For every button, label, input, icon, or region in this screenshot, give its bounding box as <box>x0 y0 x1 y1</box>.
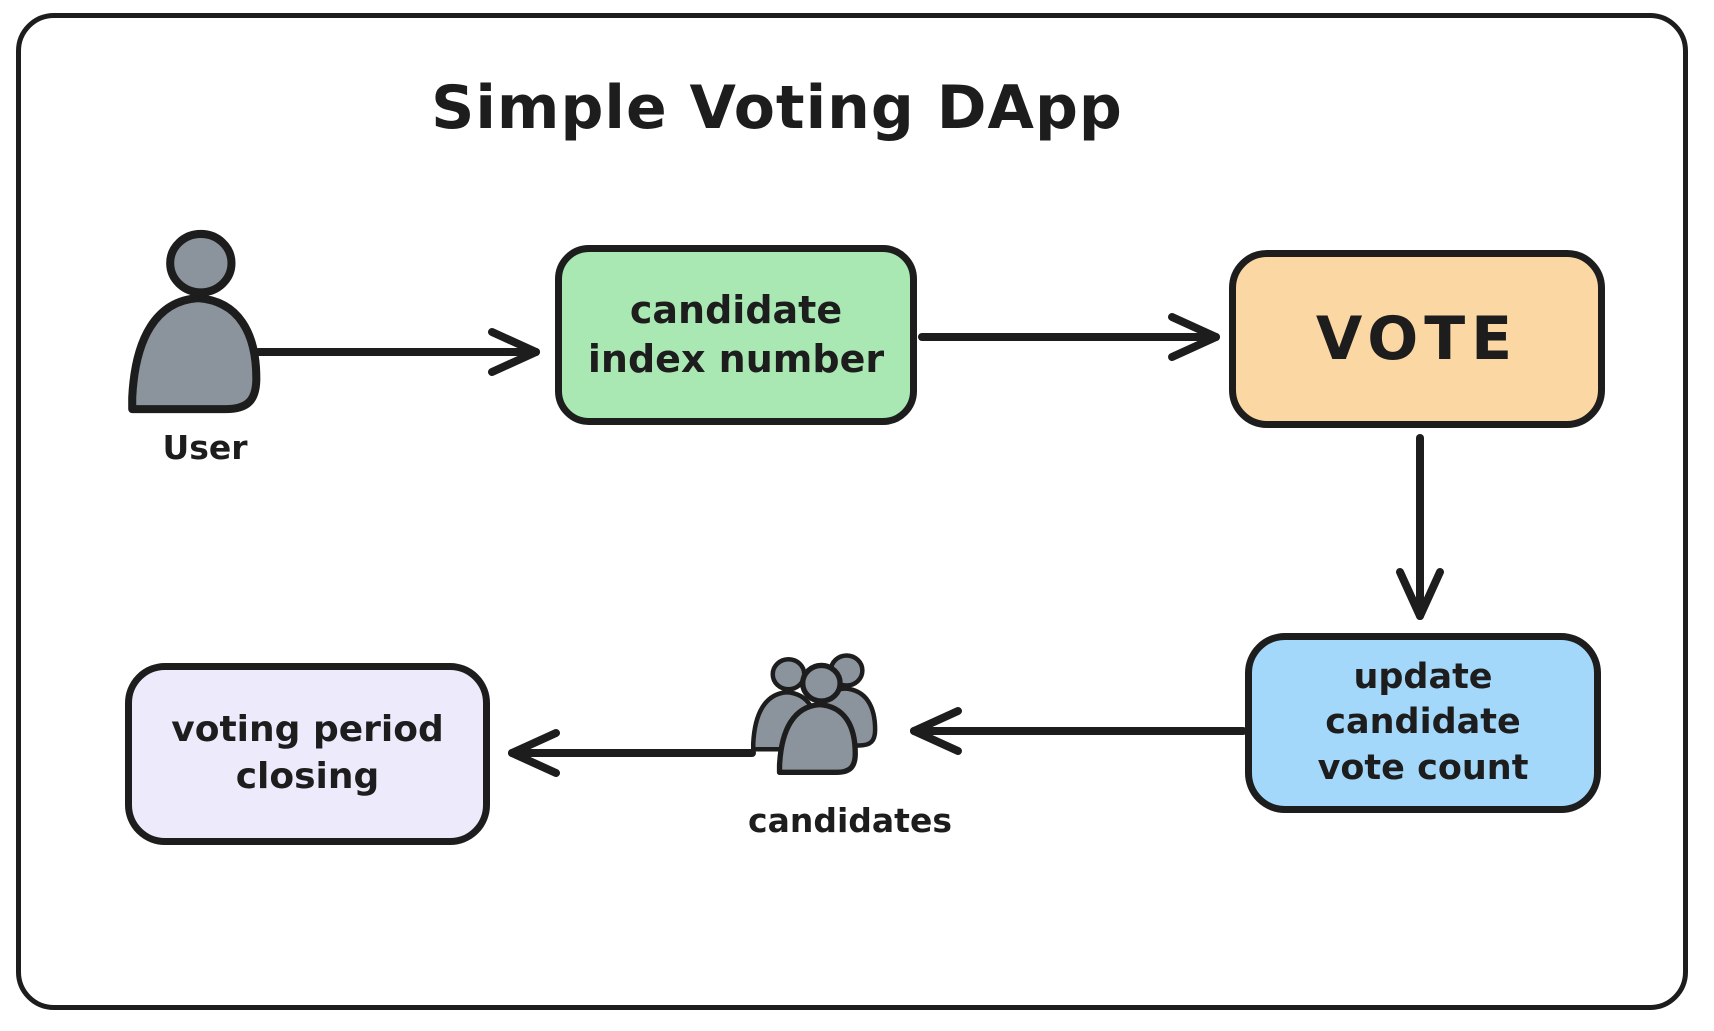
candidate-index-box-label: candidate index number <box>587 287 885 381</box>
candidates-icon-person-front <box>776 662 858 775</box>
vote-box: VOTE <box>1229 250 1605 428</box>
update-count-box: update candidate vote count <box>1245 633 1601 813</box>
voting-period-box-label: voting period closing <box>171 709 444 797</box>
vote-box-label: VOTE <box>1315 304 1519 374</box>
candidates-label: candidates <box>748 800 952 840</box>
user-icon-body <box>128 294 261 414</box>
user-icon <box>128 229 261 414</box>
voting-period-box: voting period closing <box>125 663 490 845</box>
page-title: Simple Voting DApp <box>431 73 1123 143</box>
update-count-box-label: update candidate vote count <box>1317 656 1529 788</box>
outer-frame <box>16 13 1688 1010</box>
candidates-icon <box>751 653 878 775</box>
candidate-index-box: candidate index number <box>555 245 917 425</box>
user-icon-head <box>166 229 236 297</box>
user-label: User <box>162 427 248 467</box>
